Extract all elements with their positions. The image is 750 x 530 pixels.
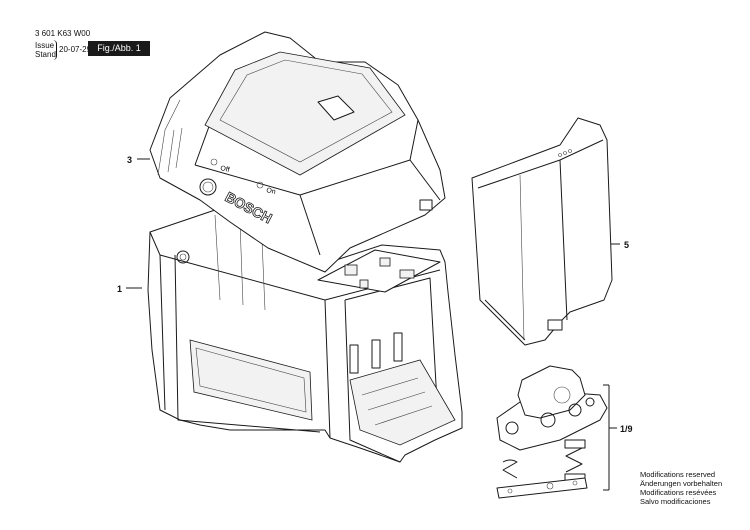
battery-compartment (349, 359, 456, 446)
callout-1: 1 (117, 284, 123, 294)
mounting-kit-part-1-9 (496, 365, 608, 499)
stand-label: Stand (35, 50, 56, 59)
battery-contact-2 (371, 339, 381, 369)
document-number: 3 601 K63 W00 (35, 29, 91, 38)
top-window (204, 51, 406, 176)
off-indicator-icon (210, 158, 218, 166)
notice-line-en: Modifications reserved (640, 470, 716, 479)
callout-1-9: 1/9 (620, 424, 633, 434)
callout-5: 5 (624, 240, 630, 250)
notice-line-de: Änderungen vorbehalten (640, 479, 723, 488)
on-text: On (266, 187, 277, 196)
issue-date: 20-07-29 (59, 45, 92, 54)
figure-label: Fig./Abb. 1 (88, 41, 150, 56)
notice-line-fr: Modifications resévées (640, 488, 717, 497)
leader-lines (126, 158, 620, 491)
issue-label: Issue (35, 41, 55, 50)
spring-1 (502, 459, 518, 479)
callout-3: 3 (127, 155, 133, 165)
off-text: Off (220, 165, 231, 174)
top-button (317, 95, 355, 121)
on-indicator-icon (256, 181, 264, 189)
battery-contact-3 (393, 332, 403, 362)
modifications-notice: Modifications reserved Änderungen vorbeh… (640, 470, 722, 506)
brand-logo (199, 178, 217, 196)
lens-mount (517, 365, 586, 419)
battery-contact-1 (349, 344, 359, 374)
top-cover-part-3: Off On BOSCH (149, 31, 446, 273)
side-cover-part-5 (471, 117, 613, 346)
side-grip-panel (189, 339, 313, 421)
spring-2 (565, 445, 583, 473)
base-rail (496, 477, 588, 499)
notice-line-es: Salvo modificaciones (640, 497, 711, 506)
brace-mark (53, 40, 57, 60)
